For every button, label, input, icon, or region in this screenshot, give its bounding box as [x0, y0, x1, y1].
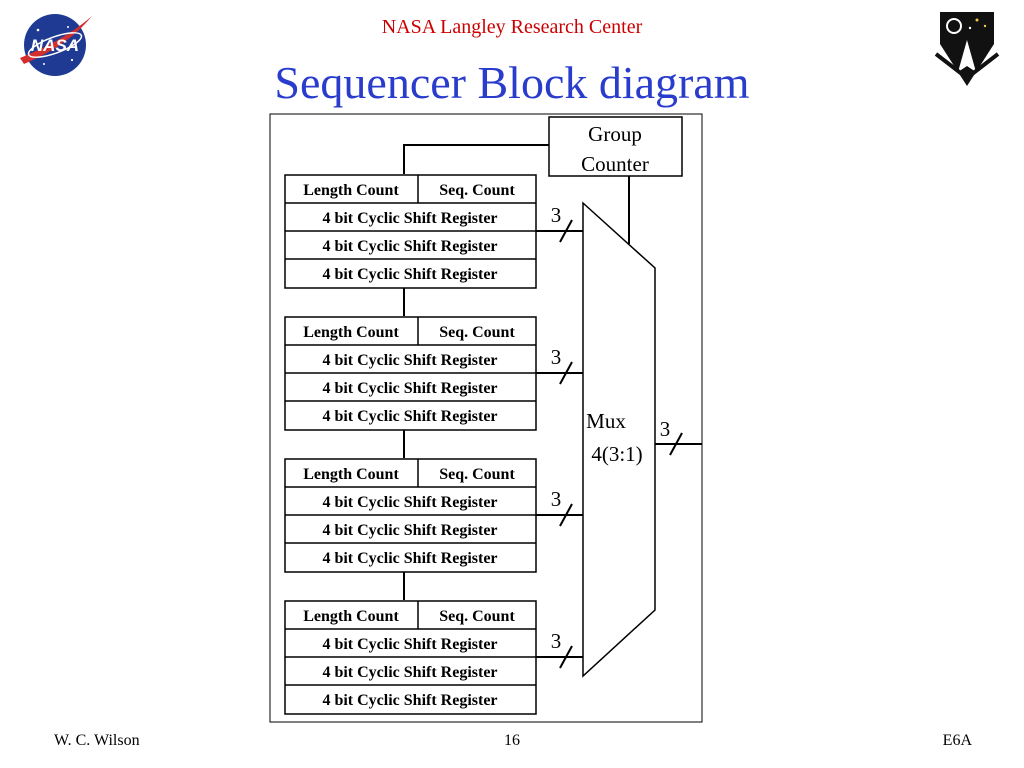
length-count-label: Length Count — [303, 608, 399, 625]
footer-author: W. C. Wilson — [54, 732, 140, 749]
multiplexer: Mux 4(3:1) — [582, 201, 656, 678]
length-count-label: Length Count — [303, 324, 399, 341]
bus-width-label: 3 — [551, 629, 562, 653]
mux-label-2: 4(3:1) — [591, 442, 642, 466]
sequencer-block-2: Length Count Seq. Count 4 bit Cyclic Shi… — [284, 316, 537, 431]
mux-label-1: Mux — [586, 409, 626, 433]
bus-width-label: 3 — [551, 203, 562, 227]
shift-register-label: 4 bit Cyclic Shift Register — [322, 522, 497, 539]
group-counter: Group Counter — [548, 116, 683, 177]
bus-connection-4: 3 — [536, 629, 583, 669]
bus-slash-mark — [559, 219, 573, 243]
counter-to-blocks-line — [403, 144, 549, 174]
seq-count-label: Seq. Count — [439, 608, 515, 625]
shift-register-label: 4 bit Cyclic Shift Register — [322, 380, 497, 397]
shift-register-label: 4 bit Cyclic Shift Register — [322, 238, 497, 255]
shift-register-label: 4 bit Cyclic Shift Register — [322, 408, 497, 425]
diagram-enclosure — [269, 113, 703, 723]
bus-slash-mark — [559, 645, 573, 669]
shift-register-label: 4 bit Cyclic Shift Register — [322, 352, 497, 369]
group-counter-label-1: Group — [588, 122, 642, 146]
shift-register-label: 4 bit Cyclic Shift Register — [322, 636, 497, 653]
svg-text:NASA: NASA — [31, 36, 79, 55]
bus-width-label: 3 — [551, 345, 562, 369]
bus-connection-1: 3 — [536, 203, 583, 243]
footer-page-number: 16 — [504, 732, 520, 749]
output-bus: 3 — [655, 417, 702, 456]
sequencer-block-4: Length Count Seq. Count 4 bit Cyclic Shi… — [284, 600, 537, 715]
shift-register-label: 4 bit Cyclic Shift Register — [322, 210, 497, 227]
seq-count-label: Seq. Count — [439, 182, 515, 199]
header-organization: NASA Langley Research Center — [381, 16, 643, 38]
length-count-label: Length Count — [303, 466, 399, 483]
slide-title: Sequencer Block diagram — [274, 57, 750, 108]
output-bus-width-label: 3 — [660, 417, 671, 441]
bus-width-label: 3 — [551, 487, 562, 511]
shift-register-label: 4 bit Cyclic Shift Register — [322, 550, 497, 567]
shift-register-label: 4 bit Cyclic Shift Register — [322, 692, 497, 709]
bus-connection-3: 3 — [536, 487, 583, 527]
bus-slash-mark — [559, 361, 573, 385]
seq-count-label: Seq. Count — [439, 324, 515, 341]
group-counter-label-2: Counter — [581, 152, 649, 176]
footer-slide-code: E6A — [942, 732, 972, 749]
sequencer-block-3: Length Count Seq. Count 4 bit Cyclic Shi… — [284, 458, 537, 573]
nasa-logo: NASA — [20, 14, 92, 76]
seq-count-label: Seq. Count — [439, 466, 515, 483]
bus-connection-2: 3 — [536, 345, 583, 385]
bus-slash-mark — [669, 432, 683, 456]
mission-emblem-logo — [934, 12, 1000, 86]
sequencer-block-1: Length Count Seq. Count 4 bit Cyclic Shi… — [284, 174, 537, 289]
length-count-label: Length Count — [303, 182, 399, 199]
shift-register-label: 4 bit Cyclic Shift Register — [322, 494, 497, 511]
shift-register-label: 4 bit Cyclic Shift Register — [322, 266, 497, 283]
shift-register-label: 4 bit Cyclic Shift Register — [322, 664, 497, 681]
bus-slash-mark — [559, 503, 573, 527]
